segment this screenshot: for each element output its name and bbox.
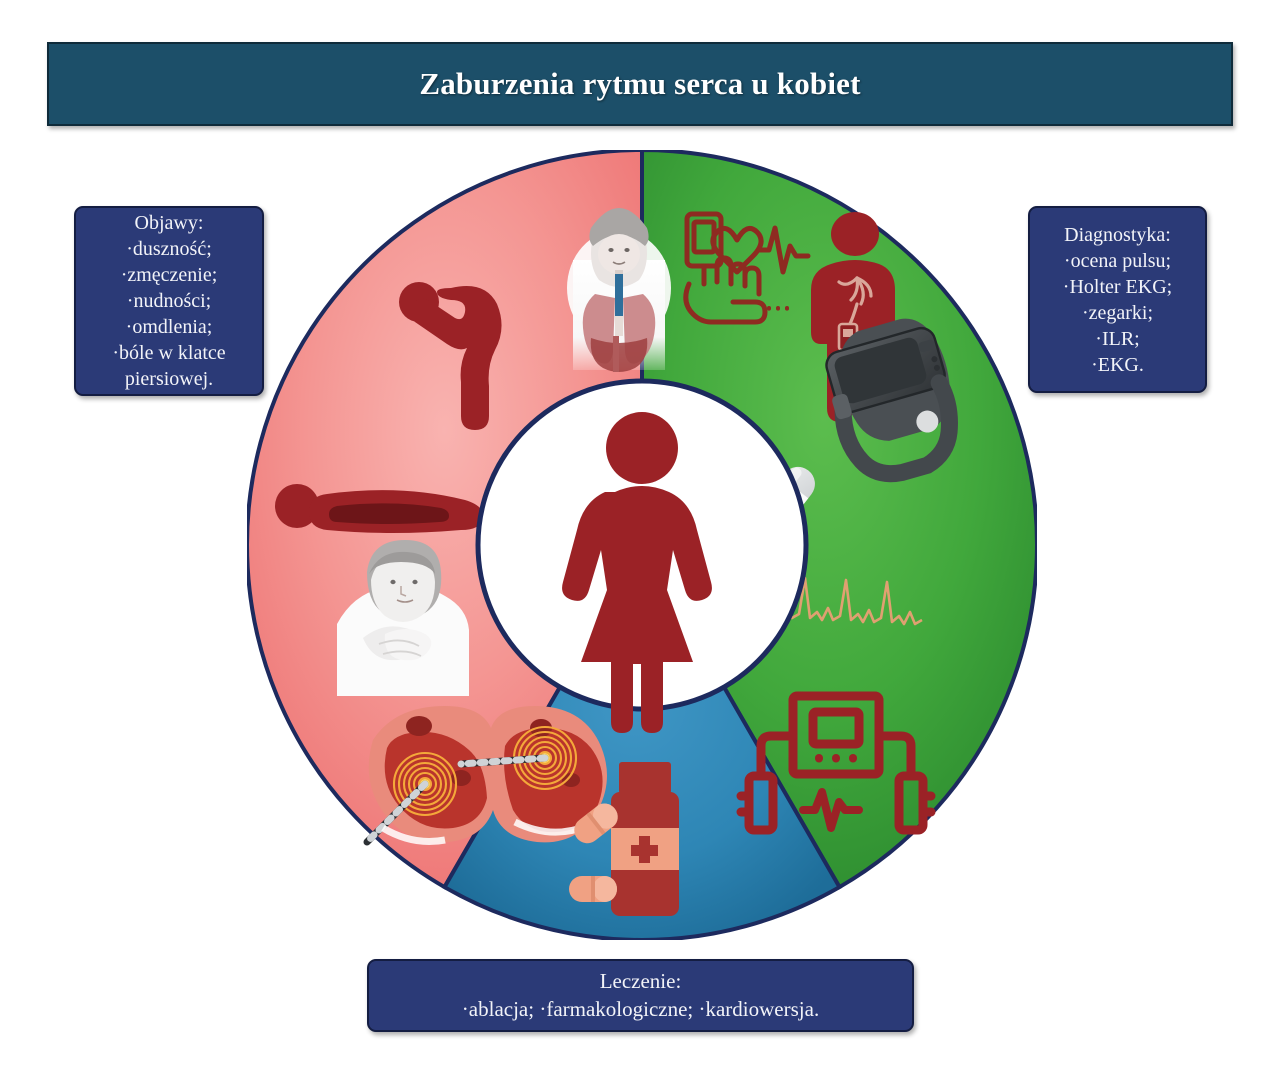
- callout-symptoms-item: piersiowej.: [124, 368, 214, 390]
- callout-diagnostics-item: ·zegarki;: [1081, 301, 1154, 324]
- title-banner: Zaburzenia rytmu serca u kobiet: [47, 42, 1233, 126]
- callout-symptoms-item: ·nudności;: [126, 290, 212, 312]
- callout-treatment[interactable]: Leczenie: ·ablacja; ·farmakologiczne; ·k…: [367, 959, 914, 1032]
- callout-symptoms-item: ·duszność;: [126, 238, 212, 260]
- circular-diagram: [247, 150, 1037, 940]
- callout-diagnostics-heading: Diagnostyka:: [1064, 223, 1171, 246]
- callout-treatment-item: ·ablacja; ·farmakologiczne; ·kardiowersj…: [461, 996, 820, 1021]
- woman-silhouette-icon: [562, 412, 712, 733]
- callout-diagnostics-item: ·Holter EKG;: [1062, 275, 1173, 298]
- callout-symptoms-item: ·omdlenia;: [125, 316, 213, 338]
- callout-symptoms-item: ·zmęczenie;: [120, 264, 218, 286]
- callout-diagnostics[interactable]: Diagnostyka: ·ocena pulsu; ·Holter EKG; …: [1028, 206, 1207, 393]
- callout-diagnostics-item: ·ILR;: [1095, 327, 1140, 350]
- page-title: Zaburzenia rytmu serca u kobiet: [419, 66, 861, 101]
- callout-symptoms-item: ·bóle w klatce: [112, 342, 226, 364]
- callout-symptoms[interactable]: Objawy: ·duszność; ·zmęczenie; ·nudności…: [74, 206, 264, 396]
- callout-symptoms-heading: Objawy:: [134, 212, 204, 234]
- callout-diagnostics-item: ·ocena pulsu;: [1063, 249, 1172, 272]
- callout-diagnostics-item: ·EKG.: [1091, 353, 1144, 376]
- callout-treatment-heading: Leczenie:: [599, 969, 682, 994]
